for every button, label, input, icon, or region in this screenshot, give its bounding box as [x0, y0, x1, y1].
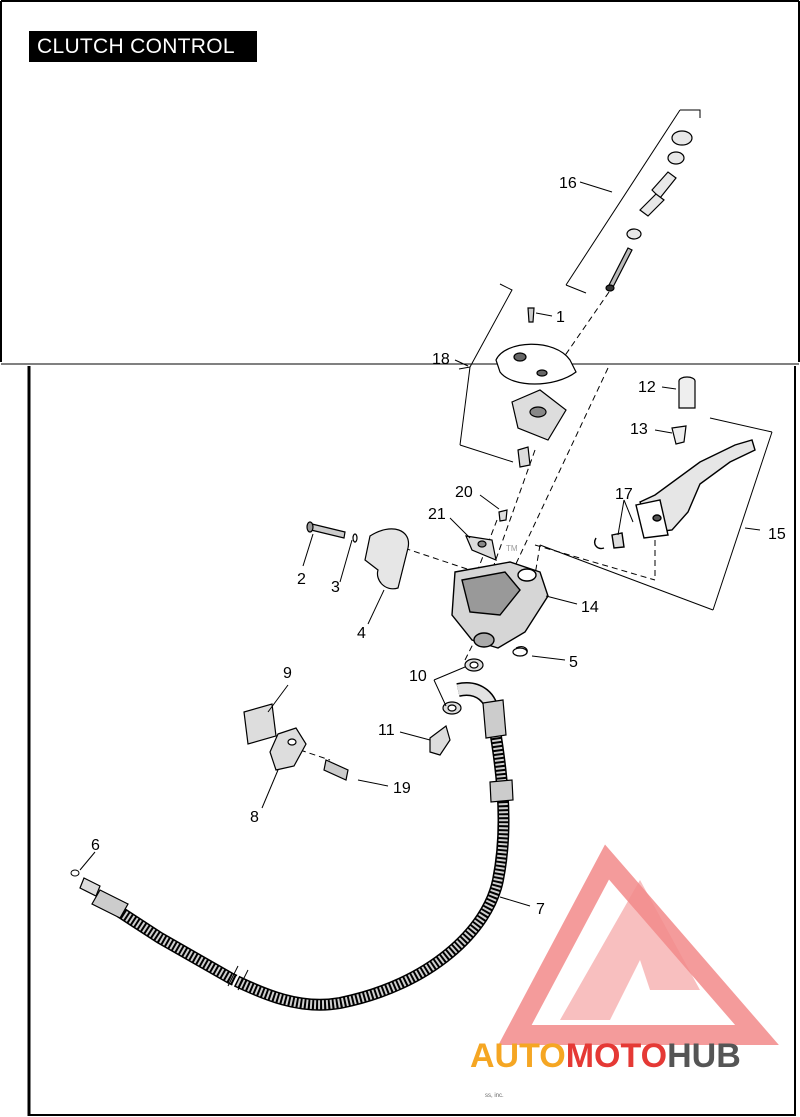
group-bracket-15 — [539, 417, 773, 611]
callout-9: 9 — [283, 665, 292, 682]
callout-1: 1 — [556, 309, 565, 326]
group-bracket-16 — [565, 109, 701, 294]
pivot-pin — [671, 376, 696, 445]
hose-clip — [243, 703, 349, 781]
logo-triangle — [498, 844, 779, 1045]
callout-20: 20 — [455, 484, 473, 501]
callout-12: 12 — [638, 379, 656, 396]
piston-kit — [605, 130, 693, 292]
watermark-hub: HUB — [667, 1037, 741, 1075]
callout-11: 11 — [378, 722, 395, 739]
page-title: CLUTCH CONTROL — [29, 31, 257, 62]
callout-18: 18 — [432, 351, 450, 368]
watermark-text: AUTOMOTOHUB — [470, 1037, 741, 1075]
callout-6: 6 — [91, 837, 100, 854]
clutch-lever — [594, 439, 756, 550]
callout-5: 5 — [569, 654, 578, 671]
copyright-text: ss, inc. — [485, 1093, 504, 1099]
trademark-mark: TM — [506, 544, 518, 553]
svg-text:AUTOMOTOHUB: AUTOMOTOHUB — [470, 1037, 741, 1075]
master-cylinder-body — [451, 561, 549, 649]
watermark-moto: MOTO — [566, 1037, 667, 1075]
callout-3: 3 — [331, 579, 340, 596]
callout-17: 17 — [615, 486, 633, 503]
callout-10: 10 — [409, 668, 427, 685]
callout-8: 8 — [250, 809, 259, 826]
watermark-logo — [498, 844, 779, 1045]
watermark-auto: AUTO — [470, 1037, 566, 1075]
callout-21: 21 — [428, 506, 446, 523]
handlebar-clamp — [306, 521, 410, 590]
screw-pivot — [465, 509, 508, 561]
clutch-hose — [70, 682, 514, 1011]
leader-lines — [79, 181, 677, 907]
callout-16: 16 — [559, 175, 577, 192]
callout-14: 14 — [581, 599, 599, 616]
callout-2: 2 — [297, 571, 306, 588]
banjo-fitting — [429, 646, 528, 756]
reservoir-cover — [495, 307, 577, 468]
callout-labels: 1 2 3 4 5 6 7 8 9 10 11 12 13 14 15 16 1… — [91, 175, 786, 1099]
group-bracket-18 — [458, 283, 514, 463]
callout-19: 19 — [393, 780, 411, 797]
callout-4: 4 — [357, 625, 366, 642]
callout-15: 15 — [768, 526, 786, 543]
callout-13: 13 — [630, 421, 648, 438]
callout-7: 7 — [536, 901, 545, 918]
